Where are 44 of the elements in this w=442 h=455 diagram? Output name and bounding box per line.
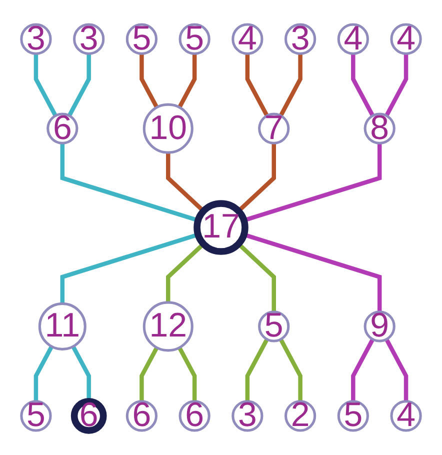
connector [237,143,276,213]
connector [178,346,197,402]
connector [245,338,269,402]
connector [245,54,269,117]
node-circle: 6 [178,400,210,432]
node-circle: 5 [20,400,52,432]
connector [166,152,205,213]
node-circle: 5 [258,310,290,342]
connector [34,54,58,117]
connector [67,54,91,117]
connector [351,54,375,117]
node-circle: 5 [178,23,210,55]
node-circle: 6 [46,112,78,144]
node-circle: 17 [194,200,248,255]
connector [237,242,276,312]
node-circle: 6 [126,400,158,432]
node-circle: 3 [73,23,105,55]
node-circle: 7 [258,112,290,144]
node-circle: 8 [364,112,396,144]
node-circle: 6 [70,398,107,434]
connector [384,338,408,402]
node-circle: 11 [38,302,86,350]
node-circle: 9 [364,310,396,342]
connector [178,54,197,108]
node-circle: 2 [284,400,316,432]
node-circle: 12 [142,301,194,352]
connector [34,345,54,402]
node-circle: 4 [232,23,264,55]
connector [278,54,302,117]
connector [140,54,159,108]
node-circle: 3 [284,23,316,55]
connector [351,338,375,402]
node-circle: 3 [20,23,52,55]
node-circle: 3 [232,400,264,432]
node-circle: 5 [337,400,369,432]
connector [140,346,159,402]
node-circle: 10 [142,103,194,154]
connector [384,54,408,117]
node-circle: 5 [126,23,158,55]
node-circle: 4 [390,23,422,55]
connector [166,242,205,302]
connector [278,338,302,402]
node-circle: 4 [337,23,369,55]
node-circle: 4 [390,400,422,432]
